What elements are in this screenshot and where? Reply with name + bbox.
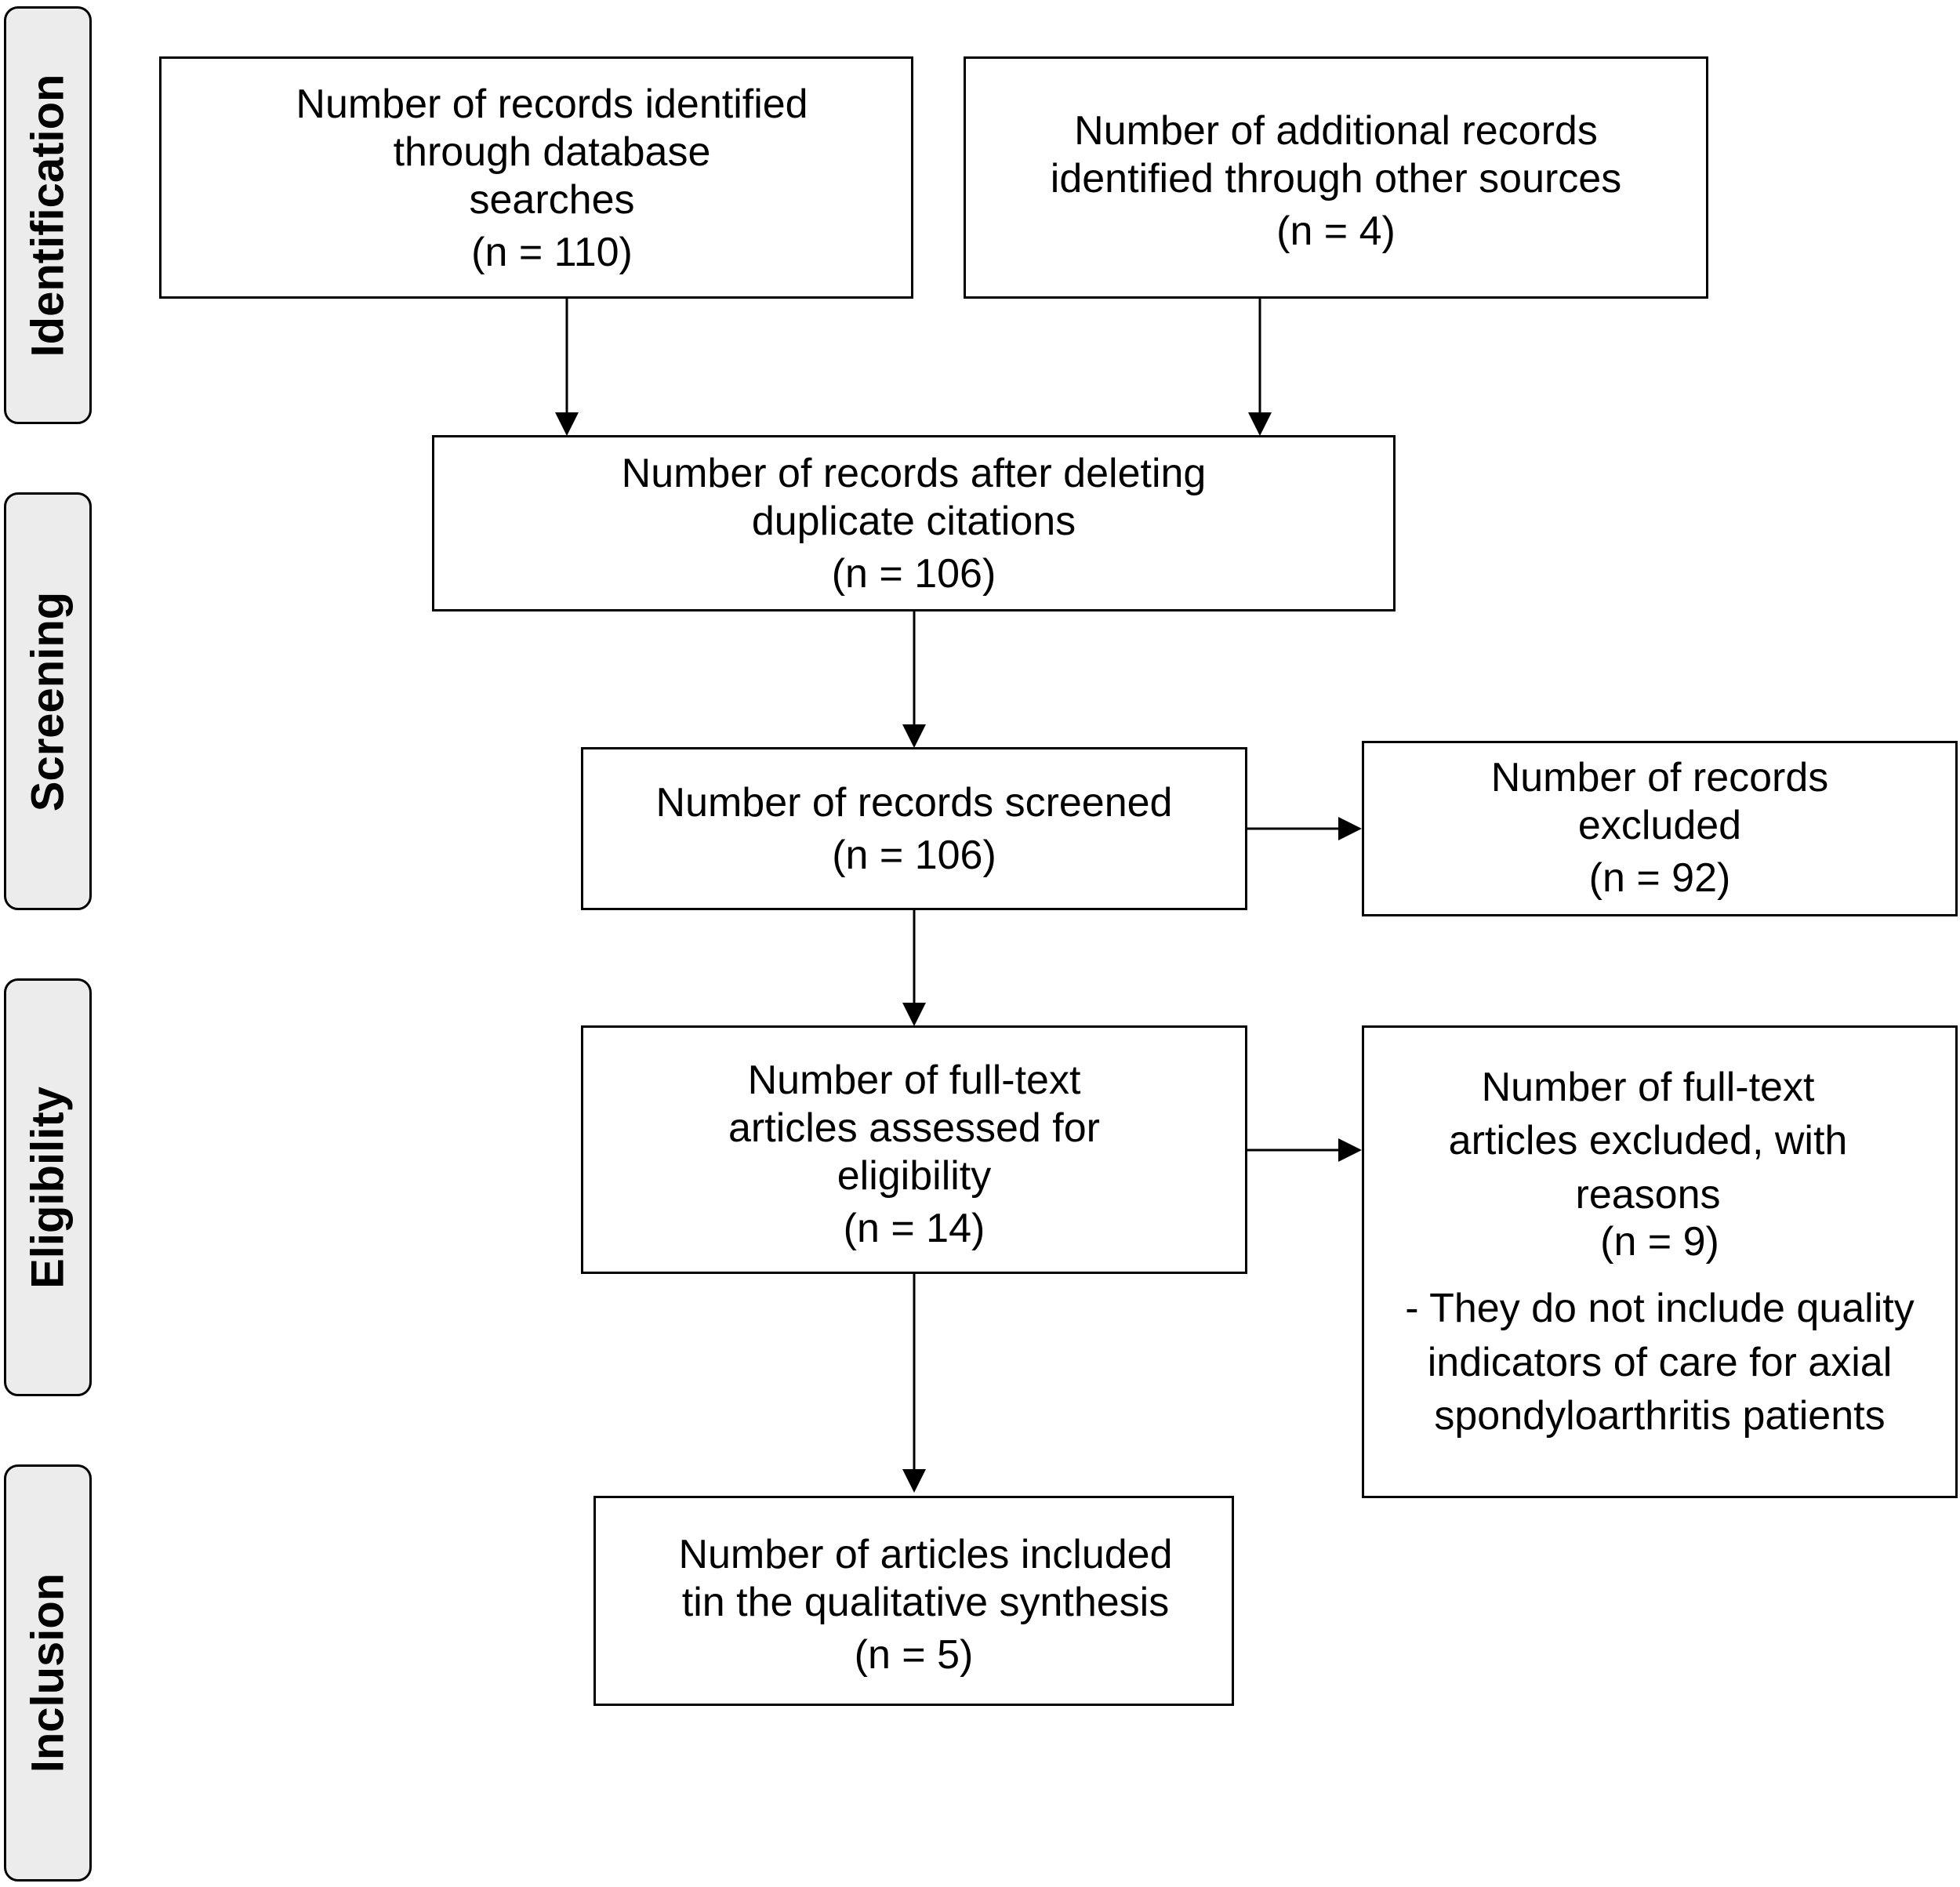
articles-included-count: (n = 5) [854,1632,974,1678]
database-records-count: (n = 110) [471,230,633,275]
fulltext-excluded-reason-line-3: spondyloarthritis patients [1434,1393,1886,1439]
articles-included-line-2: tin the qualitative synthesis [681,1580,1170,1625]
arrowhead-duplicates-to-screened [902,724,926,748]
arrowhead-screened-to-excluded [1338,817,1362,840]
fulltext-assessed-line-1: Number of full-text [747,1058,1081,1103]
additional-records-count: (n = 4) [1276,209,1396,254]
fulltext-assessed-line-3: eligibility [837,1153,992,1199]
arrowhead-fulltext-to-excluded [1338,1138,1362,1162]
after-duplicates-count: (n = 106) [831,551,996,597]
records-screened-line-1: Number of records screened [655,780,1173,826]
records-excluded-line-1: Number of records [1490,755,1829,800]
fulltext-excluded-line-3: reasons [1575,1172,1721,1217]
additional-records-line-2: identified through other sources [1050,156,1622,201]
database-records-line-2: through database [393,129,711,175]
fulltext-excluded-reason-line-2: indicators of care for axial [1427,1340,1893,1385]
records-excluded-line-2: excluded [1577,803,1742,848]
arrowhead-fulltext-to-included [902,1469,926,1493]
phase-inclusion: Inclusion [4,1464,92,1882]
fulltext-assessed-line-2: articles assessed for [728,1105,1100,1151]
fulltext-excluded-box: Number of full-text articles excluded, w… [1362,1025,1958,1498]
records-screened-count: (n = 106) [832,833,996,878]
records-screened-box: Number of records screened (n = 106) [581,747,1247,910]
additional-records-line-1: Number of additional records [1074,108,1598,154]
fulltext-excluded-count: (n = 9) [1600,1219,1719,1265]
records-excluded-box: Number of records excluded (n = 92) [1362,741,1958,916]
records-excluded-count: (n = 92) [1588,855,1731,901]
arrowhead-screened-to-fulltext [902,1003,926,1026]
arrowhead-additional-to-duplicates [1248,412,1272,436]
database-records-box: Number of records identified through dat… [159,56,913,299]
phase-identification: Identification [4,6,92,424]
fulltext-excluded-line-2: articles excluded, with [1448,1118,1848,1163]
database-records-line-3: searches [469,177,635,223]
articles-included-box: Number of articles included tin the qual… [593,1496,1234,1706]
phase-eligibility: Eligibility [4,978,92,1396]
articles-included-line-1: Number of articles included [678,1532,1173,1577]
fulltext-assessed-box: Number of full-text articles assessed fo… [581,1025,1247,1274]
arrowhead-database-to-duplicates [555,412,579,436]
database-records-line-1: Number of records identified [296,82,808,127]
fulltext-excluded-line-1: Number of full-text [1481,1065,1815,1110]
fulltext-assessed-count: (n = 14) [843,1206,985,1251]
after-duplicates-line-2: duplicate citations [751,499,1076,544]
additional-records-box: Number of additional records identified … [964,56,1708,299]
after-duplicates-line-1: Number of records after deleting [621,451,1207,496]
fulltext-excluded-reason-line-1: - They do not include quality [1405,1286,1915,1331]
after-duplicates-box: Number of records after deleting duplica… [432,435,1396,611]
phase-screening: Screening [4,492,92,910]
